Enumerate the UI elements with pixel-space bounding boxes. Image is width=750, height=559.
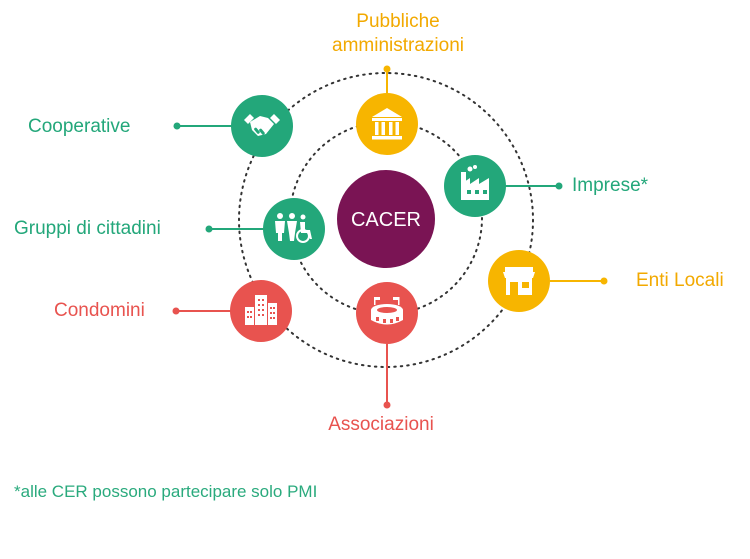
label-pa-line1: Pubbliche xyxy=(356,11,440,32)
label-imprese: Imprese* xyxy=(572,175,649,196)
label-cooperative: Cooperative xyxy=(28,116,131,137)
label-gruppi: Gruppi di cittadini xyxy=(14,218,161,239)
node-associazioni xyxy=(356,282,418,344)
connector-dot-imprese xyxy=(555,182,563,190)
footnote: *alle CER possono partecipare solo PMI xyxy=(14,482,318,501)
center-node xyxy=(337,170,435,268)
buildings-icon xyxy=(245,295,277,325)
connector-dot-associazioni xyxy=(383,401,391,409)
node-imprese xyxy=(444,155,506,217)
people-icon xyxy=(275,213,312,243)
label-pa: Pubbliche amministrazioni xyxy=(332,10,464,58)
outer-orbit xyxy=(238,72,534,368)
node-condomini xyxy=(230,280,292,342)
institution-icon xyxy=(372,108,402,140)
node-pa xyxy=(356,93,418,155)
connectors xyxy=(172,65,608,409)
factory-icon xyxy=(461,165,489,200)
label-pa-line2: amministrazioni xyxy=(332,35,464,56)
label-condomini: Condomini xyxy=(54,300,145,321)
node-enti xyxy=(488,250,550,312)
stadium-icon xyxy=(371,297,403,325)
center-label: CACER xyxy=(351,209,421,231)
connector-dot-enti xyxy=(600,277,608,285)
connector-dot-condomini xyxy=(172,307,180,315)
node-gruppi xyxy=(263,198,325,260)
connector-dot-cooperative xyxy=(173,122,181,130)
label-enti: Enti Locali xyxy=(636,270,724,291)
label-associazioni: Associazioni xyxy=(328,414,434,435)
connector-dot-gruppi xyxy=(205,225,213,233)
handshake-icon xyxy=(244,114,280,136)
connector-dot-pa xyxy=(383,65,391,73)
store-icon xyxy=(503,267,535,295)
node-cooperative xyxy=(231,95,293,157)
